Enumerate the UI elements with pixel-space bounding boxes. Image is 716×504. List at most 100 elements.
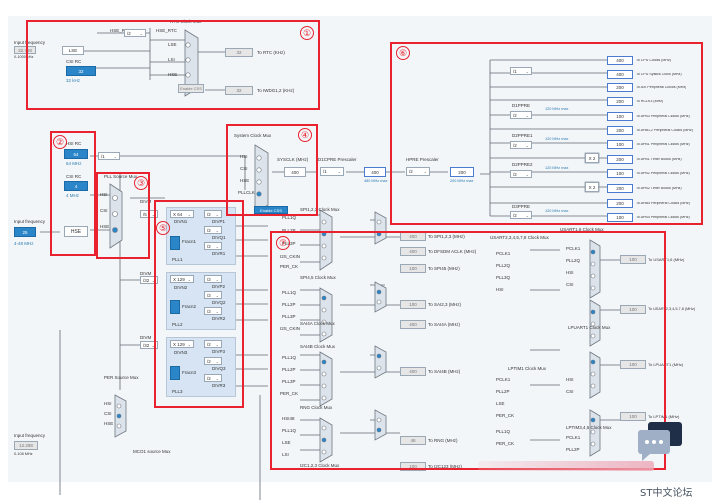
d1ppre-dropdown[interactable]: /2⌄ [510,111,532,119]
lse-frequency-unit: 0-1000 kHz [14,55,34,59]
per-input-csi: CSI [104,411,112,416]
pll3-multiplier-dropdown[interactable]: X 129⌄ [170,340,194,348]
enable-css-rtc-button[interactable]: Enable CSS [178,84,204,93]
hpre-dropdown[interactable]: /2⌄ [406,167,430,176]
output-value-7[interactable]: 100 [607,140,633,149]
per-input-hsi: HSI [104,401,112,406]
lptim1-value[interactable]: 100 [620,412,646,421]
output-value-1[interactable]: 400 [607,56,633,65]
divq1-dropdown[interactable]: /2⌄ [204,226,222,234]
output-value-9[interactable]: 100 [607,169,633,178]
hse-rtc-divider-dropdown[interactable]: /2⌄ [124,29,146,37]
divp1-dropdown[interactable]: /2⌄ [204,210,222,218]
hclk-value[interactable]: 200 [450,167,474,177]
spi-input-pll2p: PLL2P [282,228,296,233]
output-label-9: To APB2 Peripheral Clocks (MHz) [636,171,690,175]
output-value-3[interactable]: 200 [607,83,633,92]
output-value-6[interactable]: 200 [607,126,633,135]
usart16-value[interactable]: 100 [620,255,646,264]
pll1-multiplier-value: X 64 [173,211,183,217]
divp3-dropdown[interactable]: /2⌄ [204,340,222,348]
d2ppre1-label: D2PPRE1 [512,133,533,138]
output-value-4[interactable]: 200 [607,97,633,106]
ahb-prescaler-dropdown[interactable]: /1⌄ [510,67,532,75]
pll1-fracn-toggle[interactable] [170,236,180,250]
pll3-fracn-toggle[interactable] [170,366,180,380]
cpu-clock-value[interactable]: 400 [364,167,386,177]
lptim1-output: To LPTIM1 (MHz) [648,414,680,419]
lptim345-mux-title: LPTIM3,4,5 Clock Mux [566,425,612,430]
lse-oscillator-block[interactable]: LSE [62,46,84,55]
divm2-dropdown[interactable]: /32⌄ [140,276,158,284]
enable-css-button[interactable]: Enable CSS [254,206,288,214]
dfsdm-output: To DFSDM ACLK (MHz) [428,249,477,254]
divm2-label: DIVM [140,271,152,276]
lptim1-input-pclk: PCLK1 [496,377,511,382]
output-value-8[interactable]: 200 [607,155,633,164]
spi-input-i2s-ckin: I2S_CKIN [280,254,301,259]
hse-rtc-divider-value: /2 [127,30,131,36]
cpu-clock-note: 480 MHz max [364,179,388,183]
pll2-fracn-toggle[interactable] [170,300,180,314]
d3ppre-dropdown[interactable]: /2⌄ [510,211,532,219]
spi45-value[interactable]: 100 [400,264,426,273]
chevron-down-icon: ⌄ [215,211,219,217]
chevron-down-icon: ⌄ [525,68,529,74]
hse-input-frequency[interactable]: 25 [14,227,36,237]
divq2-dropdown[interactable]: /2⌄ [204,291,222,299]
rng-value[interactable]: 48 [400,436,426,445]
lse-frequency-input[interactable]: 32.768 [14,46,36,54]
divm3-dropdown[interactable]: /32⌄ [140,341,158,349]
sai4b-value[interactable]: 400 [400,367,426,376]
output-label-5: To APB3 Peripheral Clocks (MHz) [636,114,690,118]
output-value-10[interactable]: 200 [607,184,633,193]
d2ppre1-dropdown[interactable]: /2⌄ [510,141,532,149]
csi-value[interactable]: 4 [64,181,88,191]
sysclk-value[interactable]: 400 [284,167,306,177]
annotation-badge-4: ④ [298,128,312,142]
usart234-input-pclk: PCLK1 [496,251,511,256]
audio-input-frequency[interactable]: 12.288 [14,441,38,450]
divp1-label: DIVP1 [212,219,226,224]
divp2-dropdown[interactable]: /2⌄ [204,275,222,283]
annotation-box-2 [50,131,96,256]
hse-block[interactable]: HSE [64,226,88,237]
rtc-value[interactable]: 32 [225,48,253,57]
hse-rtc-label: HSE_RTC [110,28,131,33]
sai4b-input-pll2p: PLL2P [282,367,296,372]
hsi-value[interactable]: 64 [64,149,88,159]
iwdg-value[interactable]: 32 [225,86,253,95]
annotation-box-5 [154,200,244,408]
hse-rtc-label-2: HSE_RTC [156,28,177,33]
sai4a-value[interactable]: 400 [400,320,426,329]
lpuart-value[interactable]: 100 [620,360,646,369]
apb1-note: 120 MHz max [545,137,569,141]
divr3-dropdown[interactable]: /2⌄ [204,374,222,382]
annotation-badge-5: ⑤ [156,221,170,235]
d3ppre-value: /2 [513,212,517,218]
pll1-name: PLL1 [172,257,183,262]
hpre-title: HPRE Prescaler [406,157,439,162]
divr2-dropdown[interactable]: /2⌄ [204,307,222,315]
divq3-dropdown[interactable]: /2⌄ [204,357,222,365]
output-value-5[interactable]: 100 [607,112,633,121]
pll1-multiplier-dropdown[interactable]: X 64⌄ [170,210,194,218]
output-value-12[interactable]: 100 [607,213,633,222]
d1cpre-dropdown[interactable]: /1⌄ [320,167,344,176]
d2ppre2-dropdown[interactable]: /2⌄ [510,170,532,178]
sai23-value[interactable]: 100 [400,300,426,309]
csi-rtc-value[interactable]: 32 [66,66,96,76]
chevron-down-icon: ⌄ [151,277,155,283]
divr2-label: DIVR2 [212,316,226,321]
dfsdm-value[interactable]: 400 [400,247,426,256]
output-value-11[interactable]: 200 [607,199,633,208]
hsi-divider-dropdown[interactable]: /1⌄ [98,152,120,160]
rtc-mux-lsi-label: LSI [168,57,175,62]
divr1-dropdown[interactable]: /2⌄ [204,242,222,250]
output-value-2[interactable]: 400 [607,70,633,79]
sai23-output: To SAI2,3 (MHz) [428,302,462,307]
i2c-value[interactable]: 100 [400,462,426,471]
usart234-value[interactable]: 100 [620,305,646,314]
pll2-multiplier-dropdown[interactable]: X 129⌄ [170,275,194,283]
usart-input-csi: CSI [566,282,574,287]
